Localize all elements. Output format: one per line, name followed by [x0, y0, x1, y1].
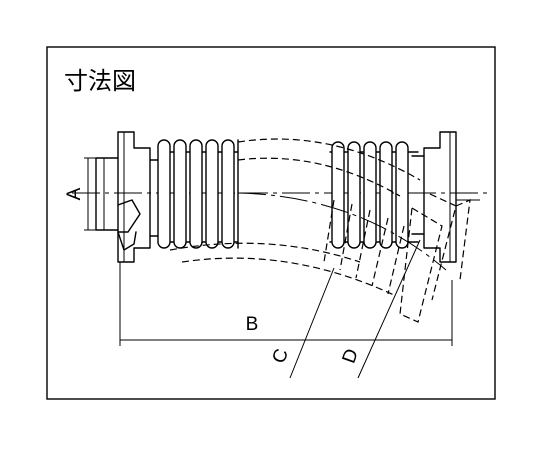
drawing-title: 寸法図: [64, 67, 136, 95]
bent-position-outline: [169, 138, 471, 323]
dimension-c-label: C: [269, 346, 293, 366]
dimension-a: A: [64, 157, 96, 231]
dimension-d: D: [339, 239, 421, 379]
dimension-b: B: [119, 262, 453, 346]
dimension-a-label: A: [64, 187, 85, 200]
right-bellows: [329, 141, 425, 249]
drawing-frame: [46, 46, 496, 400]
left-flange: [95, 131, 161, 263]
dimension-d-label: D: [339, 346, 363, 366]
left-bellows: [157, 139, 239, 249]
right-flange: [423, 131, 480, 263]
dimension-b-label: B: [246, 314, 259, 335]
dimension-c: C: [269, 267, 335, 379]
